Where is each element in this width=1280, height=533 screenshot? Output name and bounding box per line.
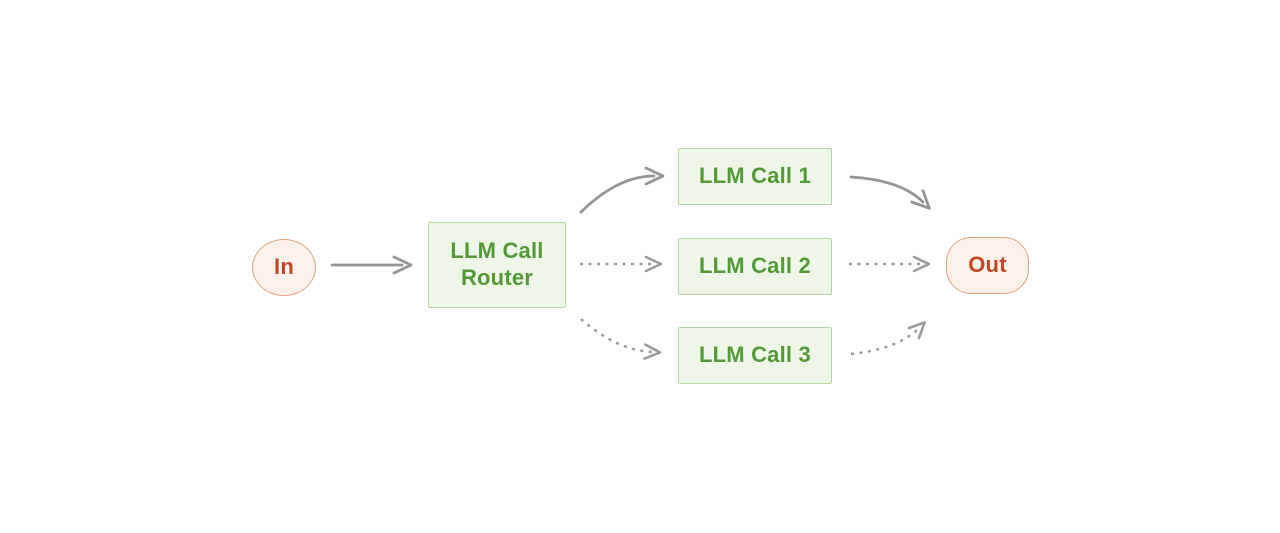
- node-out-label: Out: [968, 252, 1007, 278]
- edge-call1-out: [849, 175, 931, 210]
- node-llm-call-router: LLM Call Router: [428, 222, 566, 308]
- node-llm-call-3: LLM Call 3: [678, 327, 832, 384]
- node-llm-call-1: LLM Call 1: [678, 148, 832, 205]
- node-in: In: [252, 239, 316, 296]
- node-llm-call-2: LLM Call 2: [678, 238, 832, 295]
- node-in-label: In: [274, 254, 294, 280]
- node-call1-label: LLM Call 1: [698, 163, 811, 189]
- node-out: Out: [946, 237, 1029, 294]
- edge-call3-out: [850, 321, 926, 356]
- node-router-label: LLM Call Router: [450, 238, 544, 290]
- node-call2-label: LLM Call 2: [698, 253, 811, 279]
- edge-router-call3: [580, 318, 662, 360]
- node-call3-label: LLM Call 3: [698, 342, 811, 368]
- edge-router-call1: [579, 166, 665, 214]
